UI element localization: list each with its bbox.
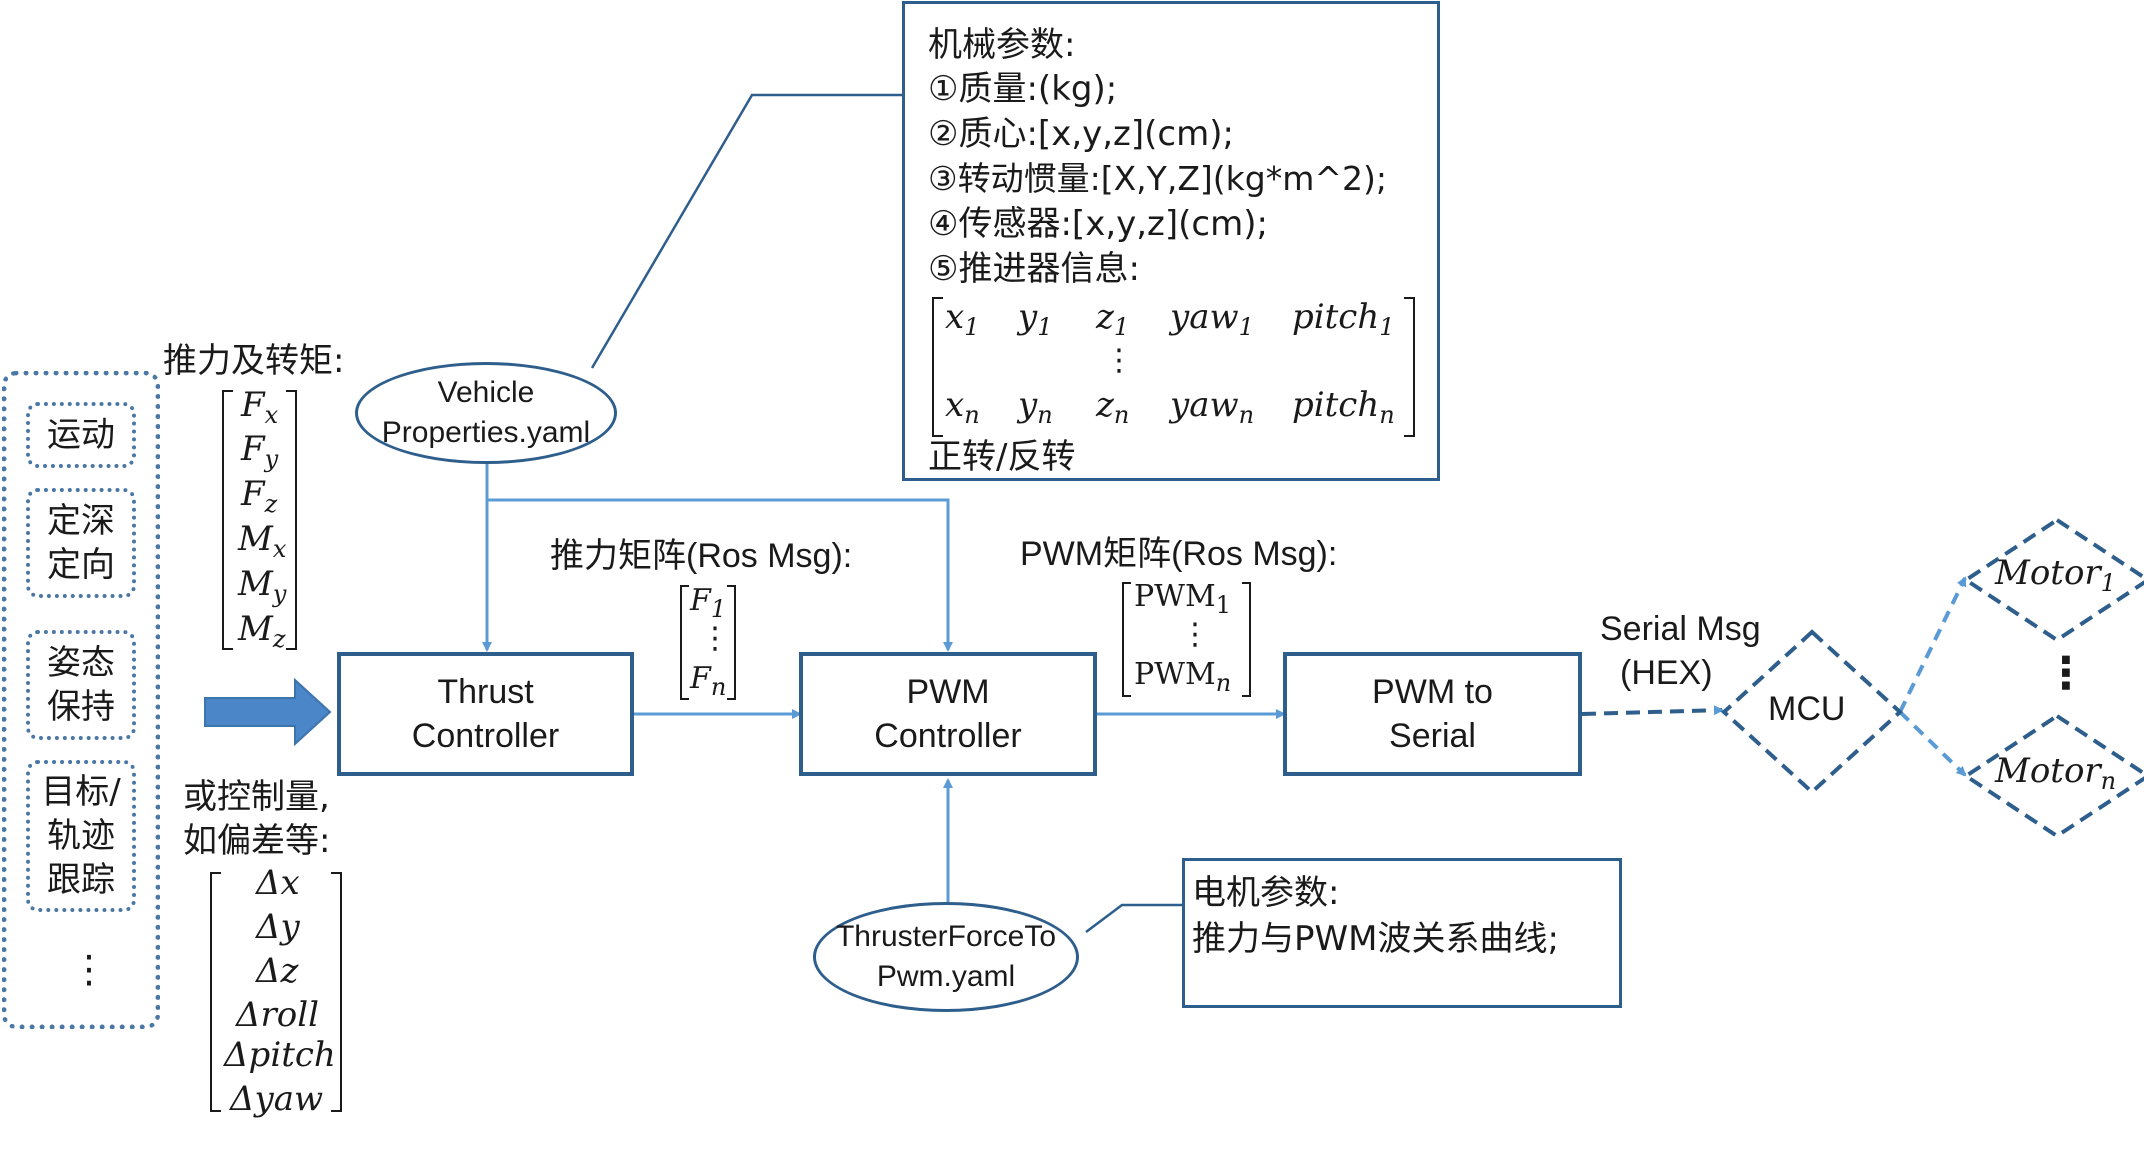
serial-hex-label: (HEX) [1620, 654, 1713, 692]
ft-row-4: Mx [238, 519, 287, 563]
mech-param-direction: 正转/反转 [928, 437, 1076, 477]
vehicle-file-line1: Vehicle [437, 375, 535, 409]
thruster-file-line2: Pwm.yaml [876, 960, 1016, 993]
force-torque-label: 推力及转矩: [163, 341, 345, 381]
matrix-rown-z: zn [1096, 385, 1130, 429]
mode-depth-heading[interactable]: 定深 定向 [26, 488, 136, 598]
mech-params-panel [902, 1, 1440, 481]
thrust-controller-block[interactable]: Thrust Controller [337, 652, 634, 776]
serial-to-mcu-arrow [1581, 705, 1724, 716]
deviation-label: 如偏差等: [183, 821, 331, 861]
motor-params-curve: 推力与PWM波关系曲线; [1192, 919, 1559, 959]
matrix-row1-yaw: yaw1 [1170, 297, 1254, 341]
matrix-row1-y: y1 [1018, 297, 1053, 341]
mode-motion[interactable]: 运动 [26, 402, 136, 468]
pwm-vec-dots: ⋮ [1180, 617, 1210, 652]
matrix-row1-x: x1 [945, 297, 980, 341]
pwm-controller-block[interactable]: PWM Controller [799, 652, 1097, 776]
vehicle-to-pwm-line [487, 498, 953, 652]
ft-row-5: My [238, 564, 287, 608]
motor-params-panel [1182, 858, 1622, 1008]
pwm-to-serial-block[interactable]: PWM to Serial [1283, 652, 1582, 776]
delta-roll: Δroll [236, 995, 320, 1035]
ft-row-6: Mz [238, 609, 286, 653]
mech-param-sensor: ④传感器:[x,y,z](cm); [928, 204, 1268, 244]
matrix-rown-yaw: yawn [1170, 385, 1255, 429]
delta-z: Δz [256, 951, 299, 991]
vehicle-properties-file[interactable]: Vehicle Properties.yaml [355, 362, 617, 464]
vehicle-file-line2: Properties.yaml [381, 416, 591, 449]
mode-tracking-label: 目标/ 轨迹 跟踪 [41, 771, 121, 901]
control-quantity-label: 或控制量, [183, 777, 330, 817]
matrix-rown-x: xn [945, 385, 980, 429]
delta-x: Δx [256, 863, 300, 903]
ft-right-bracket [286, 390, 297, 650]
motor-more: ⋮ [2044, 648, 2088, 699]
motor1-diamond [1962, 517, 2144, 643]
mode-attitude-label: 姿态 保持 [47, 642, 115, 727]
mcu-to-motorn-arrow [1898, 710, 1967, 777]
ft-row-2: Fy [241, 429, 279, 473]
matrix-row1-pitch: pitch1 [1292, 297, 1395, 341]
mode-attitude[interactable]: 姿态 保持 [26, 630, 136, 740]
delta-left-bracket [210, 872, 221, 1112]
delta-pitch: Δpitch [224, 1035, 336, 1075]
matrix-row1-z: z1 [1096, 297, 1130, 341]
thrust-vec-dots: ⋮ [700, 621, 730, 656]
delta-yaw: Δyaw [230, 1079, 324, 1119]
thrust-vec-top: F1 [690, 583, 727, 623]
mode-depth-heading-label: 定深 定向 [47, 500, 115, 585]
mcu-to-motor1-arrow [1898, 576, 1967, 713]
thruster-matrix-left-bracket [932, 297, 943, 437]
motor-params-title: 电机参数: [1192, 873, 1340, 913]
motor-callout-line [1085, 903, 1182, 933]
mode-tracking[interactable]: 目标/ 轨迹 跟踪 [26, 760, 136, 912]
pwm-vec-right-bracket [1242, 582, 1251, 697]
delta-y: Δy [256, 907, 300, 947]
mode-group [2, 371, 160, 1029]
ft-row-3: Fz [241, 474, 278, 518]
motorn-diamond [1962, 713, 2144, 839]
pwm-vec-bot: PWMn [1134, 657, 1232, 697]
pwm-controller-label: PWM Controller [874, 672, 1022, 755]
thrust-vec-left-bracket [680, 585, 689, 700]
pwm-matrix-label: PWM矩阵(Ros Msg): [1020, 535, 1338, 573]
thrust-vec-bot: Fn [690, 661, 727, 701]
thruster-file-line1: ThrusterForceTo [835, 919, 1057, 953]
mech-params-title: 机械参数: [928, 25, 1076, 65]
serial-msg-label: Serial Msg [1600, 610, 1761, 648]
ft-row-1: Fx [241, 385, 279, 429]
mcu-label: MCU [1768, 690, 1846, 728]
mech-param-inertia: ③转动惯量:[X,Y,Z](kg*m^2); [928, 159, 1388, 198]
pwm-to-serial-label: PWM to Serial [1372, 672, 1493, 755]
matrix-rown-y: yn [1018, 385, 1053, 429]
thrust-controller-label: Thrust Controller [411, 672, 560, 755]
mech-param-cog: ②质心:[x,y,z](cm); [928, 114, 1234, 154]
ft-left-bracket [222, 390, 233, 650]
mech-param-thruster: ⑤推进器信息: [928, 249, 1140, 289]
mode-more: ⋮ [70, 947, 108, 991]
input-big-arrow [204, 677, 332, 747]
pwm-vec-top: PWM1 [1134, 579, 1232, 619]
pwm-vec-left-bracket [1122, 582, 1131, 697]
matrix-vdots: ⋮ [1104, 343, 1134, 378]
thruster-force-file[interactable]: ThrusterForceTo Pwm.yaml [813, 902, 1079, 1012]
motor1-label: Motor1 [1995, 553, 2116, 597]
thruster-matrix-right-bracket [1404, 297, 1415, 437]
delta-right-bracket [331, 872, 342, 1112]
mcu-diamond [1721, 629, 1903, 795]
mech-param-mass: ①质量:(kg); [928, 69, 1118, 109]
mode-motion-label: 运动 [47, 414, 115, 455]
motorn-label: Motorn [1995, 751, 2117, 795]
thrust-vec-right-bracket [727, 585, 736, 700]
matrix-rown-pitch: pitchn [1292, 385, 1395, 429]
thrust-matrix-label: 推力矩阵(Ros Msg): [550, 537, 853, 575]
mech-callout-line [590, 93, 902, 369]
